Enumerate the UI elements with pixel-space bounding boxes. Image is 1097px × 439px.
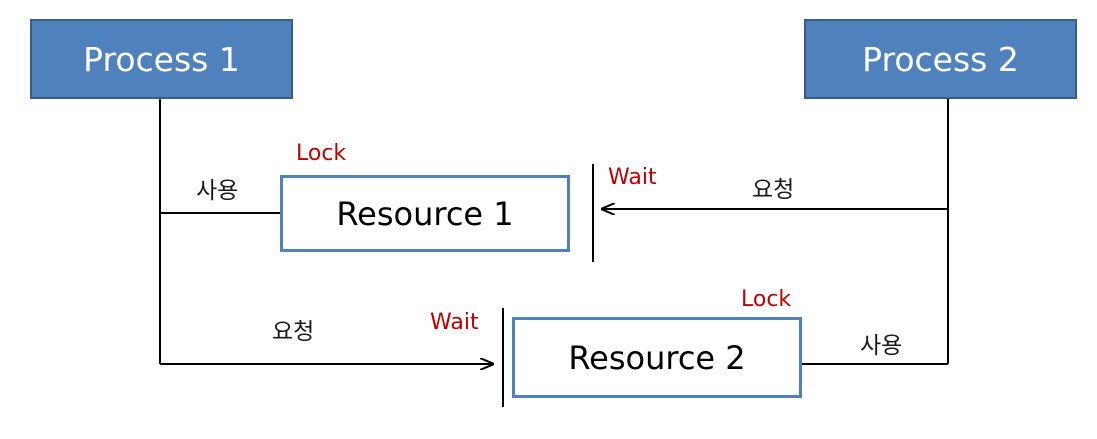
- resource1-lock-label: Lock: [296, 141, 347, 166]
- resource1-label: Resource 1: [336, 194, 514, 233]
- process1-request-label: 요청: [272, 319, 315, 345]
- process1-uses-label: 사용: [196, 178, 239, 204]
- process2-request-label: 요청: [752, 177, 795, 203]
- resource2-lock-label: Lock: [741, 287, 792, 312]
- process1-box: Process 1: [30, 19, 293, 99]
- resource2-box: Resource 2: [512, 317, 802, 398]
- resource2-wait-label: Wait: [430, 310, 479, 335]
- process1-label: Process 1: [83, 39, 240, 79]
- process2-label: Process 2: [862, 39, 1019, 79]
- resource1-box: Resource 1: [280, 175, 570, 252]
- process2-box: Process 2: [804, 19, 1077, 99]
- resource1-wait-label: Wait: [608, 165, 657, 190]
- resource2-label: Resource 2: [568, 338, 746, 377]
- process2-uses-label: 사용: [860, 333, 903, 359]
